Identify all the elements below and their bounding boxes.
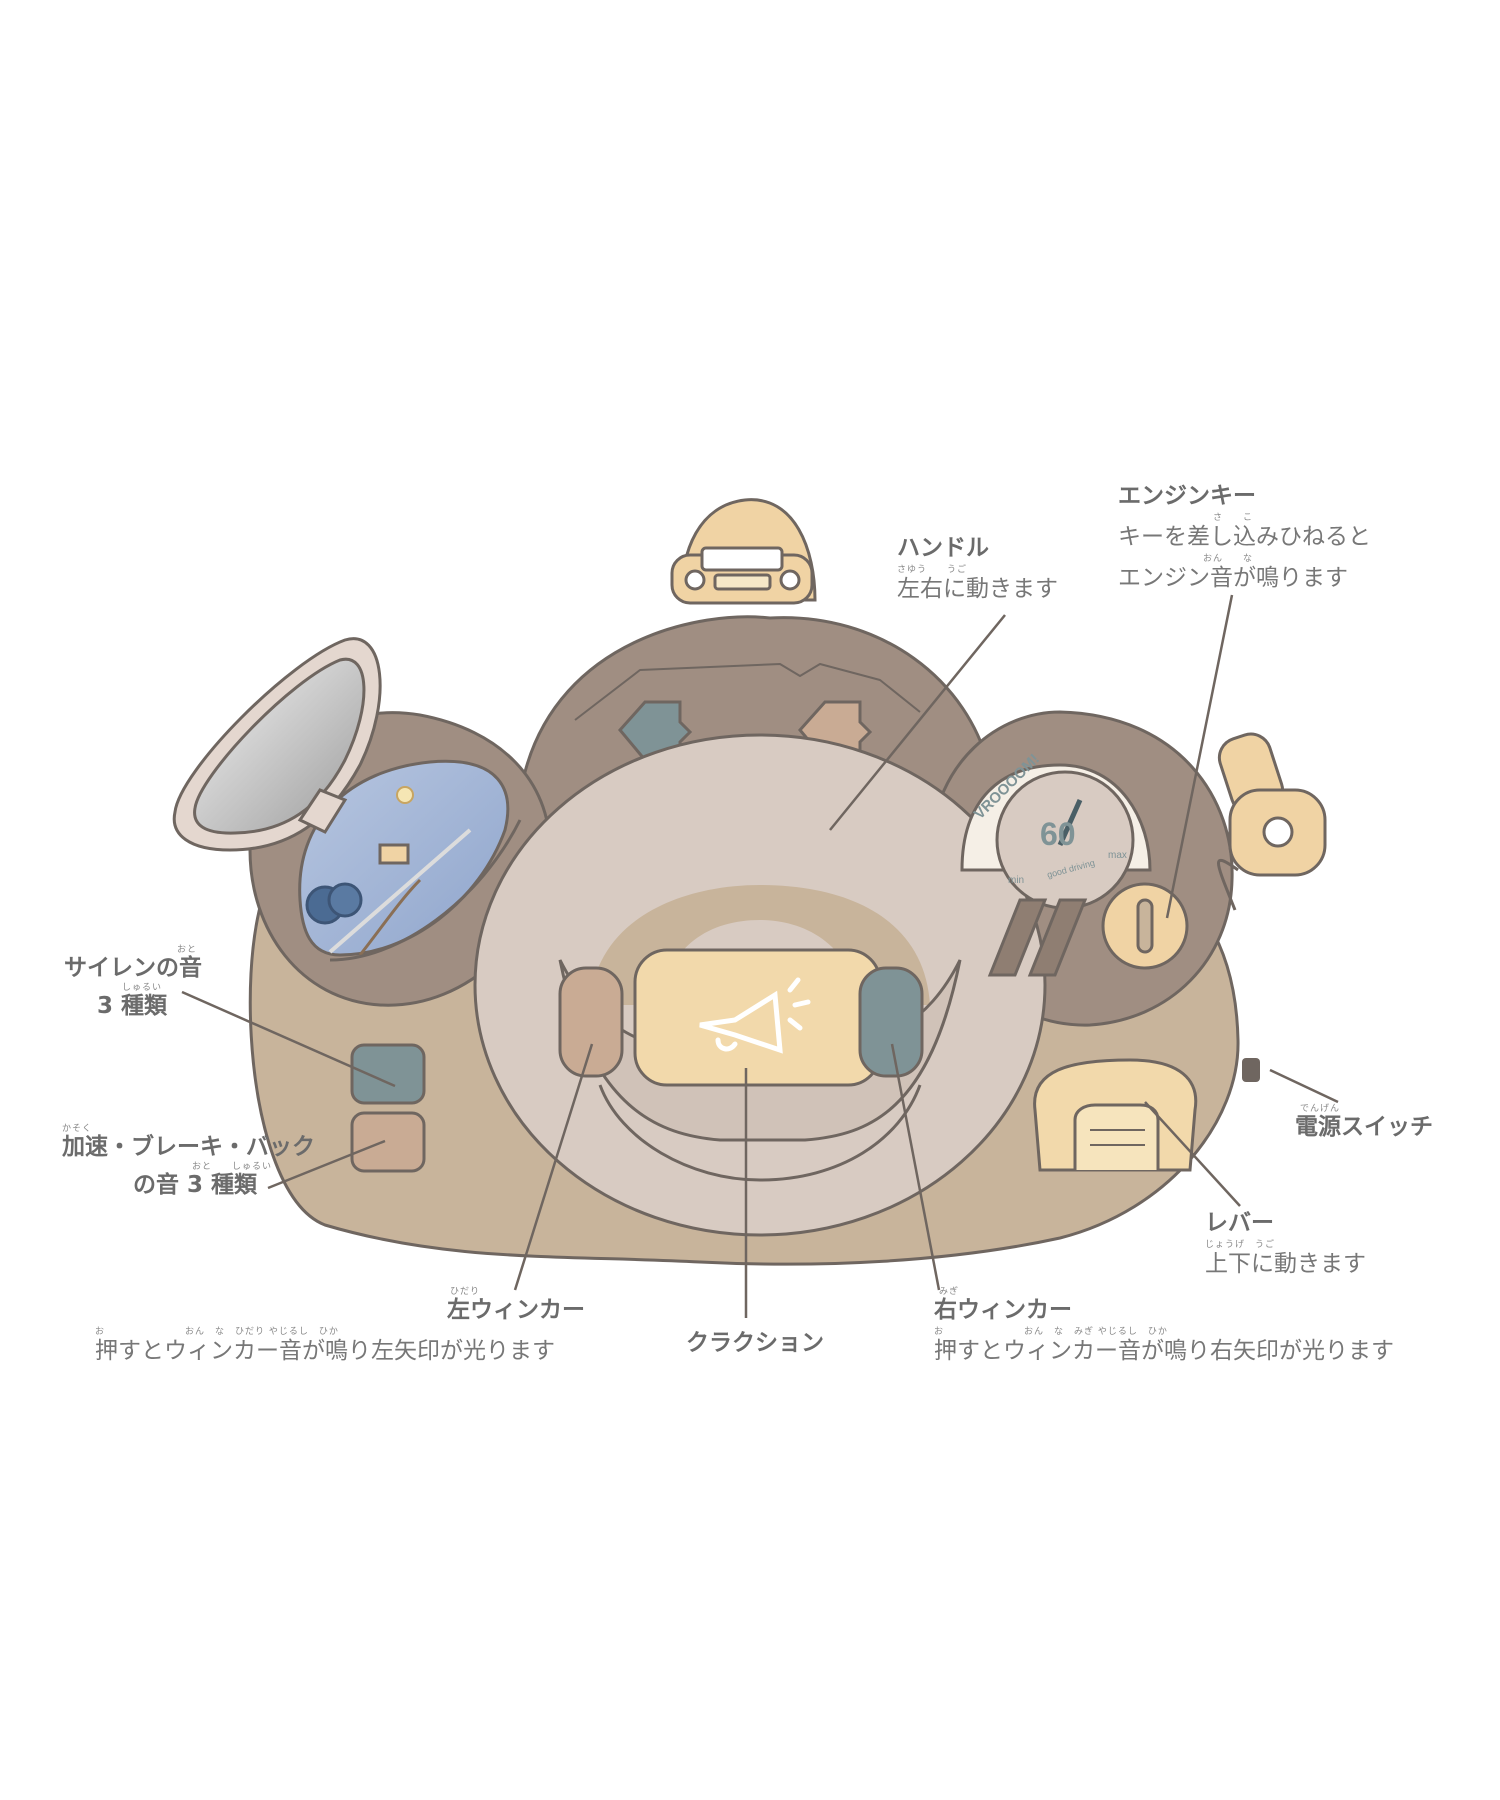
- label-right-winker: みぎ 右ウィンカー お おん な みぎ やじるし ひか 押すとウィンカー音が鳴り…: [934, 1287, 1394, 1364]
- mirror: [172, 637, 382, 852]
- speed-gauge: [960, 763, 1152, 910]
- horn-icon: [699, 977, 811, 1054]
- siren-button: [350, 1043, 426, 1105]
- accel-button: [350, 1111, 426, 1173]
- gauge-min: min: [1008, 875, 1024, 886]
- horn-button: [633, 948, 882, 1087]
- label-left-winker: ひだり 左ウィンカー お おん な ひだり やじるし ひか 押すとウィンカー音が…: [95, 1287, 585, 1364]
- lever: [1033, 1058, 1198, 1172]
- label-handle: ハンドル さゆう うご 左右に動きます: [897, 535, 1058, 602]
- label-horn: クラクション: [686, 1330, 824, 1356]
- label-accel: かそく 加速・ブレーキ・バック おと しゅるい の音 3 種類: [62, 1124, 315, 1198]
- label-engine-key: エンジンキー さ こ キーを差し込みひねると おん な エンジン音が鳴ります: [1118, 483, 1371, 591]
- label-lever: レバー じょうげ うご 上下に動きます: [1205, 1210, 1366, 1277]
- gauge-max: max: [1108, 850, 1127, 861]
- gauge-speed: 60: [1040, 816, 1076, 852]
- label-power-switch: でんげん 電源スイッチ: [1295, 1104, 1433, 1140]
- engine-key: [1217, 732, 1327, 911]
- right-winker-button: [858, 966, 924, 1078]
- toy-car-ornament: [670, 498, 817, 605]
- label-siren: おと サイレンの音 しゅるい 3 種類: [64, 945, 202, 1019]
- leader-lines: [181, 594, 1339, 1318]
- window-scene: [298, 759, 510, 957]
- power-switch: [1242, 1058, 1260, 1082]
- left-winker-button: [558, 966, 624, 1078]
